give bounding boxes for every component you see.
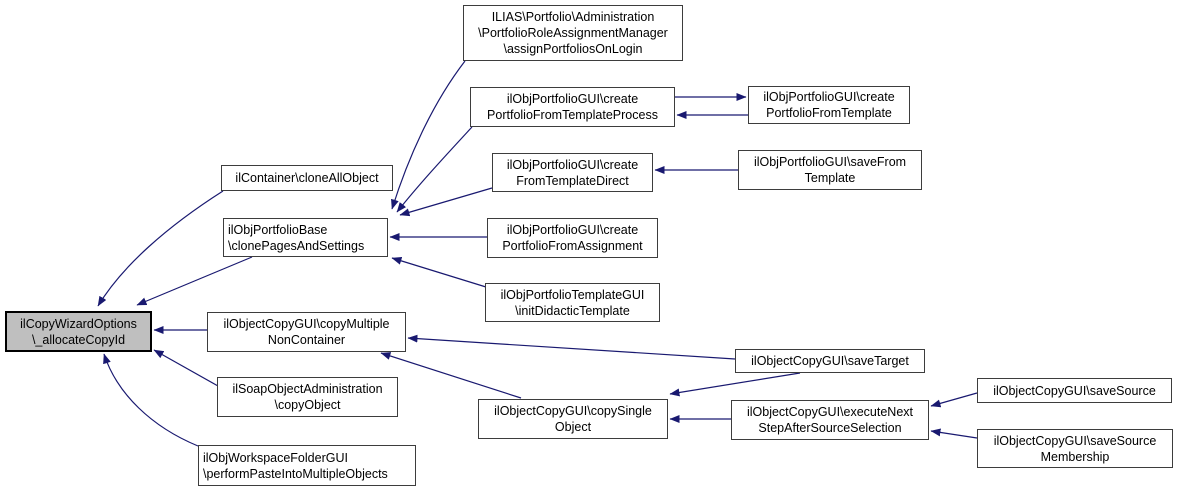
node-clone-all-object[interactable]: ilContainer\cloneAllObject xyxy=(221,165,393,191)
node-label-line: ilObjectCopyGUI\executeNext xyxy=(746,405,914,419)
node-label-line: ilObjectCopyGUI\copySingle xyxy=(494,404,652,418)
node-label-line: StepAfterSourceSelection xyxy=(758,421,902,435)
node-label-line: ilObjectCopyGUI\saveSource xyxy=(993,383,1156,398)
node-label-line: ilObjectCopyGUI\saveTarget xyxy=(751,354,909,368)
node-label-line: ilObjWorkspaceFolderGUI xyxy=(203,450,348,465)
node-label-line: PortfolioFromAssignment xyxy=(502,239,643,253)
node-label-line: ilObjPortfolioGUI\create xyxy=(506,92,639,106)
node-label-line: ilObjectCopyGUI\copyMultiple xyxy=(223,317,390,331)
node-label-line: NonContainer xyxy=(267,333,346,347)
edge-create-portfolio-from-template-process-to-clone-pages-and-settings xyxy=(396,126,473,213)
edge-copy-single-object-to-copy-multiple-non-container xyxy=(380,352,522,399)
node-label-line: \initDidacticTemplate xyxy=(515,303,630,318)
node-soap-copy-object[interactable]: ilSoapObjectAdministration \copyObject xyxy=(217,377,398,417)
node-label-line: ilObjPortfolioGUI\create xyxy=(506,157,639,172)
node-label-line: \PortfolioRoleAssignmentManager xyxy=(478,26,668,40)
node-label-line: \clonePagesAndSettings xyxy=(228,238,365,253)
node-label-line: \performPasteIntoMultipleObjects xyxy=(203,466,388,481)
edge-clone-pages-and-settings-to-allocate-copy-id xyxy=(136,256,253,306)
node-allocate-copy-id[interactable]: ilCopyWizardOptions\_allocateCopyId xyxy=(5,311,152,352)
edge-perform-paste-into-multiple-objects-to-allocate-copy-id xyxy=(103,353,199,447)
node-save-source[interactable]: ilObjectCopyGUI\saveSource xyxy=(977,378,1172,403)
node-label-line: Membership xyxy=(1040,449,1110,464)
edge-soap-copy-object-to-allocate-copy-id xyxy=(153,349,219,387)
node-label-line: ILIAS\Portfolio\Administration xyxy=(491,10,655,24)
node-save-target[interactable]: ilObjectCopyGUI\saveTarget xyxy=(735,349,925,373)
edge-assign-portfolios-on-login-to-clone-pages-and-settings xyxy=(391,60,466,210)
node-label-line: ilObjectCopyGUI\saveSource xyxy=(993,433,1157,448)
node-label-line: \assignPortfoliosOnLogin xyxy=(503,42,643,56)
node-perform-paste-into-multiple-objects[interactable]: ilObjWorkspaceFolderGUI\performPasteInto… xyxy=(198,445,416,486)
node-label-line: ilContainer\cloneAllObject xyxy=(235,171,379,185)
node-label-line: PortfolioFromTemplate xyxy=(766,106,892,120)
node-label-line: \_allocateCopyId xyxy=(31,332,126,347)
edge-save-target-to-copy-multiple-non-container xyxy=(407,334,736,360)
node-label-line: ilObjPortfolioBase xyxy=(228,222,328,237)
edge-save-target-to-copy-single-object xyxy=(669,372,801,397)
edge-save-source-membership-to-execute-next-step-after-source-selection xyxy=(930,428,978,439)
node-label-line: ilObjPortfolioGUI\saveFrom xyxy=(753,155,907,169)
edge-clone-all-object-to-allocate-copy-id xyxy=(97,190,224,307)
node-init-didactic-template[interactable]: ilObjPortfolioTemplateGUI\initDidacticTe… xyxy=(485,283,660,322)
node-label-line: ilObjPortfolioGUI\create xyxy=(763,90,895,104)
edge-create-from-template-direct-to-clone-pages-and-settings xyxy=(399,187,493,217)
node-label-line: FromTemplateDirect xyxy=(516,173,629,188)
edge-init-didactic-template-to-clone-pages-and-settings xyxy=(391,256,487,288)
node-clone-pages-and-settings[interactable]: ilObjPortfolioBase\clonePagesAndSettings xyxy=(223,218,388,257)
node-label-line: ilObjPortfolioTemplateGUI xyxy=(500,287,645,302)
node-label-line: ilSoapObjectAdministration xyxy=(232,382,383,396)
edge-save-source-to-execute-next-step-after-source-selection xyxy=(930,392,978,408)
node-assign-portfolios-on-login[interactable]: ILIAS\Portfolio\Administration \Portfolio… xyxy=(463,5,683,61)
node-label-line: ilCopyWizardOptions xyxy=(20,316,137,331)
node-label-line: PortfolioFromTemplateProcess xyxy=(487,108,658,122)
node-label-line: Object xyxy=(554,420,592,434)
node-label-line: \copyObject xyxy=(274,398,341,412)
node-label-line: Template xyxy=(804,171,856,185)
node-label-line: ilObjPortfolioGUI\create xyxy=(506,223,639,237)
